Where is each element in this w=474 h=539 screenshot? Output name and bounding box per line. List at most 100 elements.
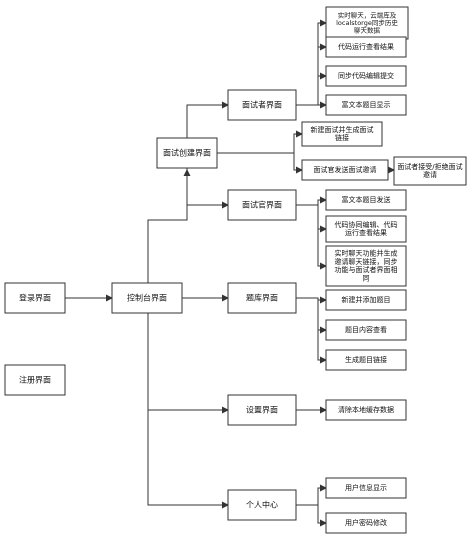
connector-arrow [147, 313, 229, 509]
node-label: 邀请聊天链接，同步 [335, 257, 398, 266]
node-box [325, 94, 407, 116]
node-label: 链接 [335, 133, 349, 142]
node-gen-link: 生成题目链接 [325, 349, 407, 371]
node-label: 实时聊天功能并生成 [335, 249, 398, 258]
node-label: 面试创建界面 [163, 148, 211, 158]
node-label: 注册界面 [19, 375, 51, 385]
node-label: 登录界面 [19, 293, 51, 303]
node-personal: 个人中心 [227, 489, 297, 521]
connector-arrow [317, 330, 327, 364]
node-box [156, 137, 218, 169]
node-box [325, 189, 407, 211]
node-label: 运行查看结果 [345, 228, 387, 237]
connector-arrow [217, 130, 303, 154]
node-label: 控制台界面 [127, 293, 167, 303]
node-box [227, 394, 297, 426]
node-label: 面试者界面 [242, 100, 282, 110]
node-label: 设置界面 [246, 405, 278, 415]
connector-arrow [317, 505, 327, 527]
node-box [4, 364, 66, 396]
node-box [325, 349, 407, 371]
node-label: 生成题目链接 [345, 355, 387, 364]
node-register: 注册界面 [4, 364, 66, 396]
node-box [227, 189, 297, 221]
node-coop-edit: 代码协同编辑、代码运行查看结果 [325, 215, 407, 243]
node-sync-code: 同步代码编辑提交 [325, 65, 407, 87]
connector-arrow [296, 484, 327, 506]
node-label: 面试官发送面试邀请 [314, 165, 377, 174]
node-user-info: 用户信息显示 [325, 477, 407, 499]
node-label: 聊天数据 [354, 26, 381, 35]
node-send-invite: 面试官发送面试邀请 [301, 159, 389, 181]
connector-arrow [147, 169, 191, 283]
node-login: 登录界面 [4, 282, 66, 314]
node-box [325, 399, 407, 421]
node-label: 功能与面试者界面相 [335, 265, 398, 274]
node-label: 用户密码修改 [345, 518, 387, 527]
node-box [4, 282, 66, 314]
node-box [227, 489, 297, 521]
node-box [111, 282, 183, 314]
node-clear-cache: 清除本地缓存数据 [325, 399, 407, 421]
node-label: 面试官界面 [242, 200, 282, 210]
node-box [325, 36, 407, 58]
node-label: 富文本题目发送 [342, 195, 391, 204]
connector-arrow [317, 300, 327, 334]
node-examiner: 面试官界面 [227, 189, 297, 221]
connector-arrow [317, 229, 327, 270]
connector-arrow [296, 196, 327, 206]
connector-arrow [296, 296, 327, 304]
connector-arrow [186, 168, 229, 209]
node-box [301, 159, 389, 181]
node-label: 面试者接受/拒绝面试 [397, 162, 462, 171]
node-box [325, 6, 409, 40]
node-label: 邀请 [423, 170, 437, 179]
node-box [325, 65, 407, 87]
node-label: 清除本地缓存数据 [338, 405, 394, 414]
node-bank: 题库界面 [227, 282, 297, 314]
node-rich-show: 富文本题目显示 [325, 94, 407, 116]
node-label: 同 [363, 274, 370, 282]
connector-arrow [317, 205, 327, 233]
node-add-question: 新建并添加题目 [325, 289, 407, 311]
node-box [325, 512, 407, 534]
node-box [227, 282, 297, 314]
node-label: localstorge同步历史 [336, 18, 398, 27]
node-rich-send: 富文本题目发送 [325, 189, 407, 211]
node-label: 实时聊天，云端库及 [338, 10, 397, 19]
node-label: 用户信息显示 [345, 483, 387, 492]
node-label: 同步代码编辑提交 [338, 71, 394, 80]
node-label: 题库界面 [246, 293, 278, 303]
node-label: 个人中心 [246, 500, 278, 510]
node-box [227, 89, 297, 121]
node-settings: 设置界面 [227, 394, 297, 426]
connector-arrow [293, 153, 303, 174]
node-box [325, 289, 407, 311]
node-box [393, 156, 467, 186]
node-create: 面试创建界面 [156, 137, 218, 169]
node-box [325, 319, 407, 341]
node-view-question: 题目内容查看 [325, 319, 407, 341]
node-box [325, 215, 407, 243]
node-code-run: 代码运行查看结果 [325, 36, 407, 58]
node-interviewer: 面试者界面 [227, 89, 297, 121]
node-change-pwd: 用户密码修改 [325, 512, 407, 534]
node-box [325, 477, 407, 499]
node-label: 富文本题目显示 [342, 100, 391, 109]
node-label: 题目内容查看 [345, 325, 387, 334]
node-label: 代码运行查看结果 [338, 42, 394, 51]
node-box [325, 245, 407, 287]
node-label: 新建并添加题目 [342, 295, 391, 304]
connector-lines [65, 19, 395, 527]
node-label: 新建面试并生成面试 [311, 125, 374, 134]
connector-arrow [296, 19, 327, 106]
connector-arrow [186, 101, 229, 138]
node-box [301, 121, 383, 147]
node-label: 代码协同编辑、代码 [335, 220, 398, 229]
